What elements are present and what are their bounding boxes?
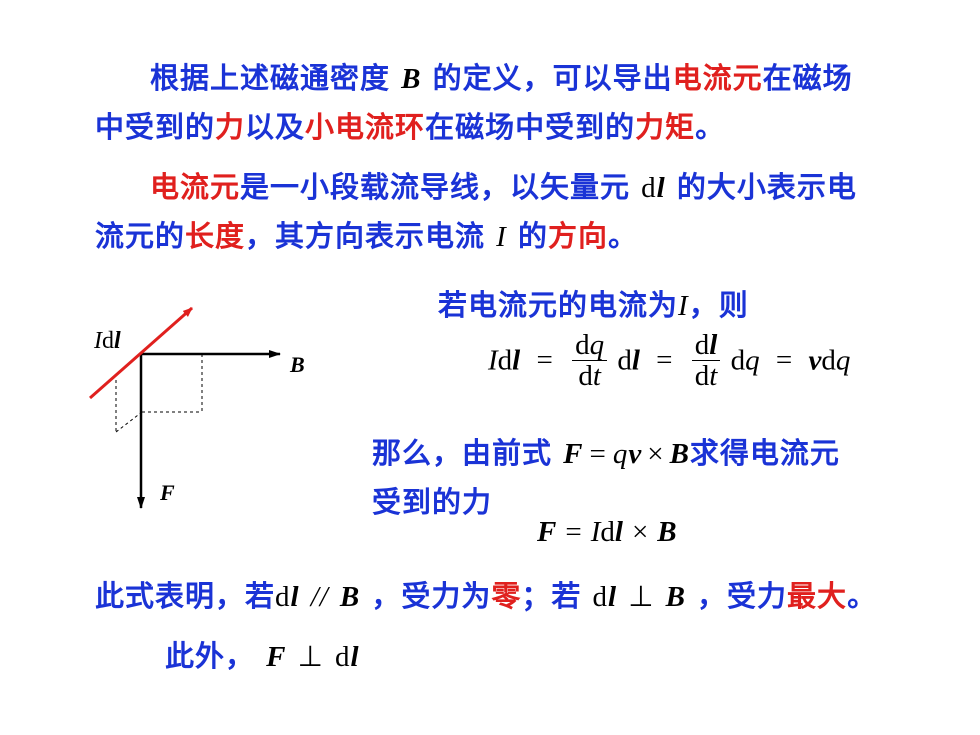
para5-line: 此式表明，若dl // B ，受力为零；若 dl ⊥ B ，受力最大。 <box>95 579 878 613</box>
para6-line: 此外， F ⊥ dl <box>165 639 360 673</box>
para2-line2: 流元的长度，其方向表示电流 I 的方向。 <box>95 219 638 253</box>
para4-line2: 受到的力 <box>372 485 493 519</box>
equation-force: F=Idl×B <box>537 516 677 548</box>
para4-line1: 那么，由前式 F=qv×B求得电流元 <box>372 436 840 470</box>
para1-line1: 根据上述磁通密度 B 的定义，可以导出电流元在磁场 <box>150 61 853 95</box>
dashed-line-diagonal <box>115 411 143 433</box>
para3-line: 若电流元的电流为I，则 <box>438 288 749 322</box>
f-label: F <box>159 480 175 505</box>
b-label: B <box>289 352 305 377</box>
idl-vector-arrow <box>89 306 193 400</box>
para2-line1: 电流元是一小段载流导线，以矢量元 dl 的大小表示电 <box>150 170 857 204</box>
fraction-dq-dt: dq dt <box>572 330 608 392</box>
para1-line2: 中受到的力以及小电流环在磁场中受到的力矩。 <box>95 110 726 144</box>
equation-idl: Idl = dq dt dl = dl dt dq = vdq <box>488 329 851 393</box>
fraction-dl-dt: dl dt <box>691 330 721 392</box>
idl-label: Idl <box>93 328 121 354</box>
